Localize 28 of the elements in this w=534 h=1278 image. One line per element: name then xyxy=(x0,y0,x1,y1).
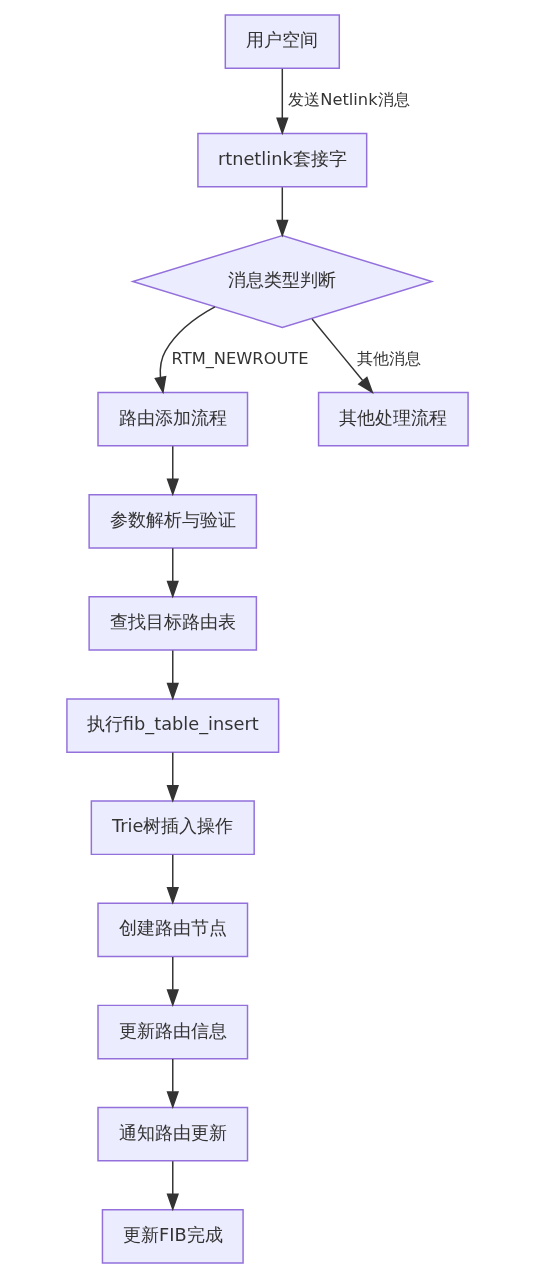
arrow xyxy=(166,854,179,905)
node-box: 创建路由节点 xyxy=(96,902,248,958)
arrow xyxy=(166,445,179,497)
arrow xyxy=(166,547,179,599)
arrow xyxy=(166,1160,179,1212)
arrow xyxy=(166,649,179,701)
arrow xyxy=(310,318,374,394)
node-box: 其他处理流程 xyxy=(317,391,469,447)
node-box: Trie树插入操作 xyxy=(90,800,255,856)
node-box: 通知路由更新 xyxy=(96,1106,248,1162)
arrow xyxy=(166,956,179,1007)
edge-label: 发送Netlink消息 xyxy=(287,90,410,110)
arrow xyxy=(275,68,289,136)
node-box: rtnetlink套接字 xyxy=(196,132,367,188)
node-diamond: 消息类型判断 xyxy=(129,234,434,329)
arrow xyxy=(166,751,179,803)
arrow xyxy=(275,186,289,238)
edge-label: RTM_NEWROUTE xyxy=(171,349,309,369)
node-box: 路由添加流程 xyxy=(96,391,248,447)
edge-label: 其他消息 xyxy=(356,349,421,369)
node-box: 用户空间 xyxy=(224,14,340,70)
arrow xyxy=(153,306,216,395)
node-box: 执行fib_table_insert xyxy=(65,698,279,753)
node-box: 查找目标路由表 xyxy=(87,596,257,651)
node-box: 更新路由信息 xyxy=(96,1004,248,1060)
node-box: 参数解析与验证 xyxy=(87,493,257,549)
node-box: 更新FIB完成 xyxy=(101,1208,244,1264)
arrow xyxy=(166,1058,179,1110)
